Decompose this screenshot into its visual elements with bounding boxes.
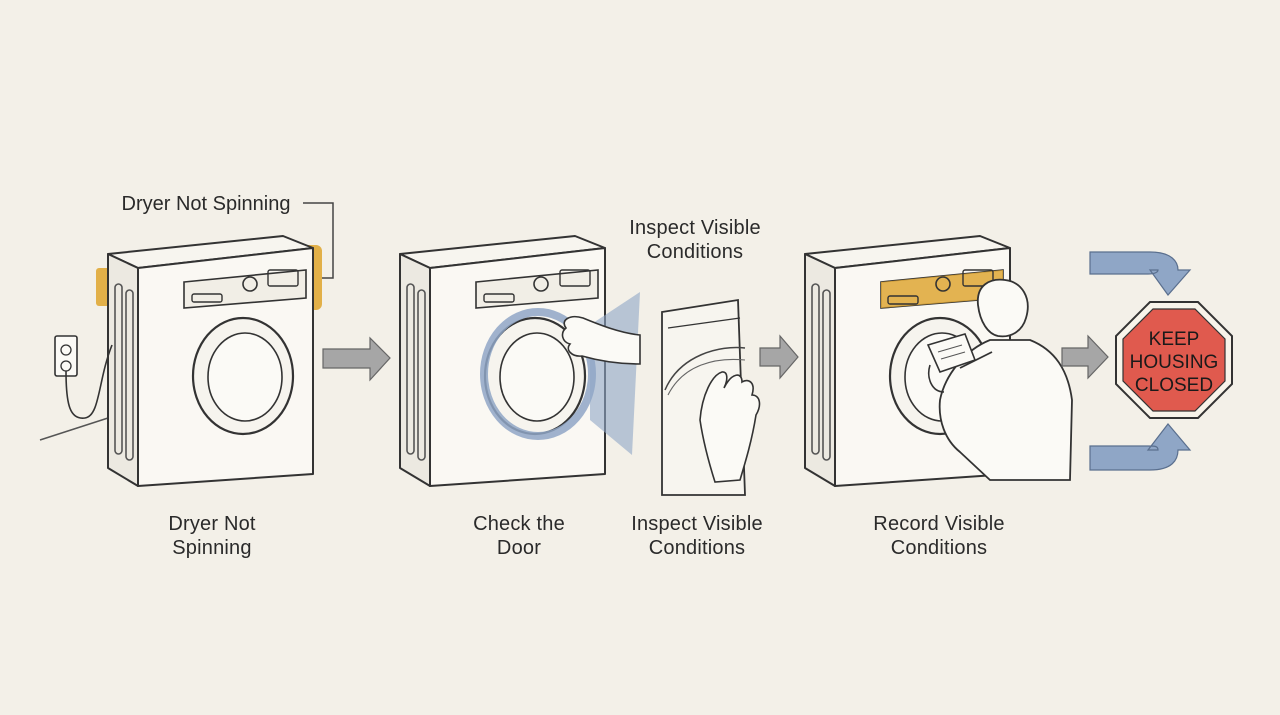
top-label-line-1: Inspect Visible xyxy=(629,217,761,239)
callout-label: Dryer Not Spinning xyxy=(122,193,291,215)
step-4-label: Record Visible Conditions xyxy=(859,512,1019,560)
step-4-label-line-2: Conditions xyxy=(890,537,988,559)
step-2-illustration xyxy=(398,234,641,488)
step-2-label-line-2: Door xyxy=(496,537,542,559)
wall-outlet-icon xyxy=(54,335,113,419)
stop-sign-line-3: CLOSED xyxy=(1135,375,1213,396)
step-1-label-line-1: Dryer Not xyxy=(168,513,256,535)
step-4-label-line-1: Record Visible xyxy=(873,513,1005,535)
step-3-label-line-1: Inspect Visible xyxy=(631,513,763,535)
step-4-illustration xyxy=(803,234,1073,488)
curved-arrow-top xyxy=(1089,251,1192,296)
flow-arrow-3 xyxy=(1061,334,1109,380)
flow-arrow-1 xyxy=(322,336,391,382)
hand-on-door-icon xyxy=(561,315,641,365)
step-2-label-line-1: Check the xyxy=(473,513,565,535)
stop-sign-line-1: KEEP xyxy=(1149,329,1200,350)
stop-sign-icon xyxy=(1115,301,1233,419)
step-3-label: Inspect Visible Conditions xyxy=(617,512,777,560)
stop-sign-line-2: HOUSING xyxy=(1130,352,1219,373)
curved-arrow-bottom xyxy=(1089,423,1192,471)
person-recording-icon xyxy=(926,278,1073,481)
top-label: Inspect Visible Conditions xyxy=(615,216,775,264)
flow-arrow-2 xyxy=(759,334,799,380)
top-label-line-2: Conditions xyxy=(646,241,744,263)
hand-inspecting-icon xyxy=(699,371,761,483)
step-1-illustration xyxy=(39,234,322,488)
step-1-label: Dryer Not Spinning xyxy=(132,512,292,560)
step-1-label-line-2: Spinning xyxy=(172,537,252,559)
callout-leader-line xyxy=(303,202,334,279)
step-3-illustration xyxy=(661,298,761,496)
step-2-label: Check the Door xyxy=(439,512,599,560)
step-3-label-line-2: Conditions xyxy=(648,537,746,559)
